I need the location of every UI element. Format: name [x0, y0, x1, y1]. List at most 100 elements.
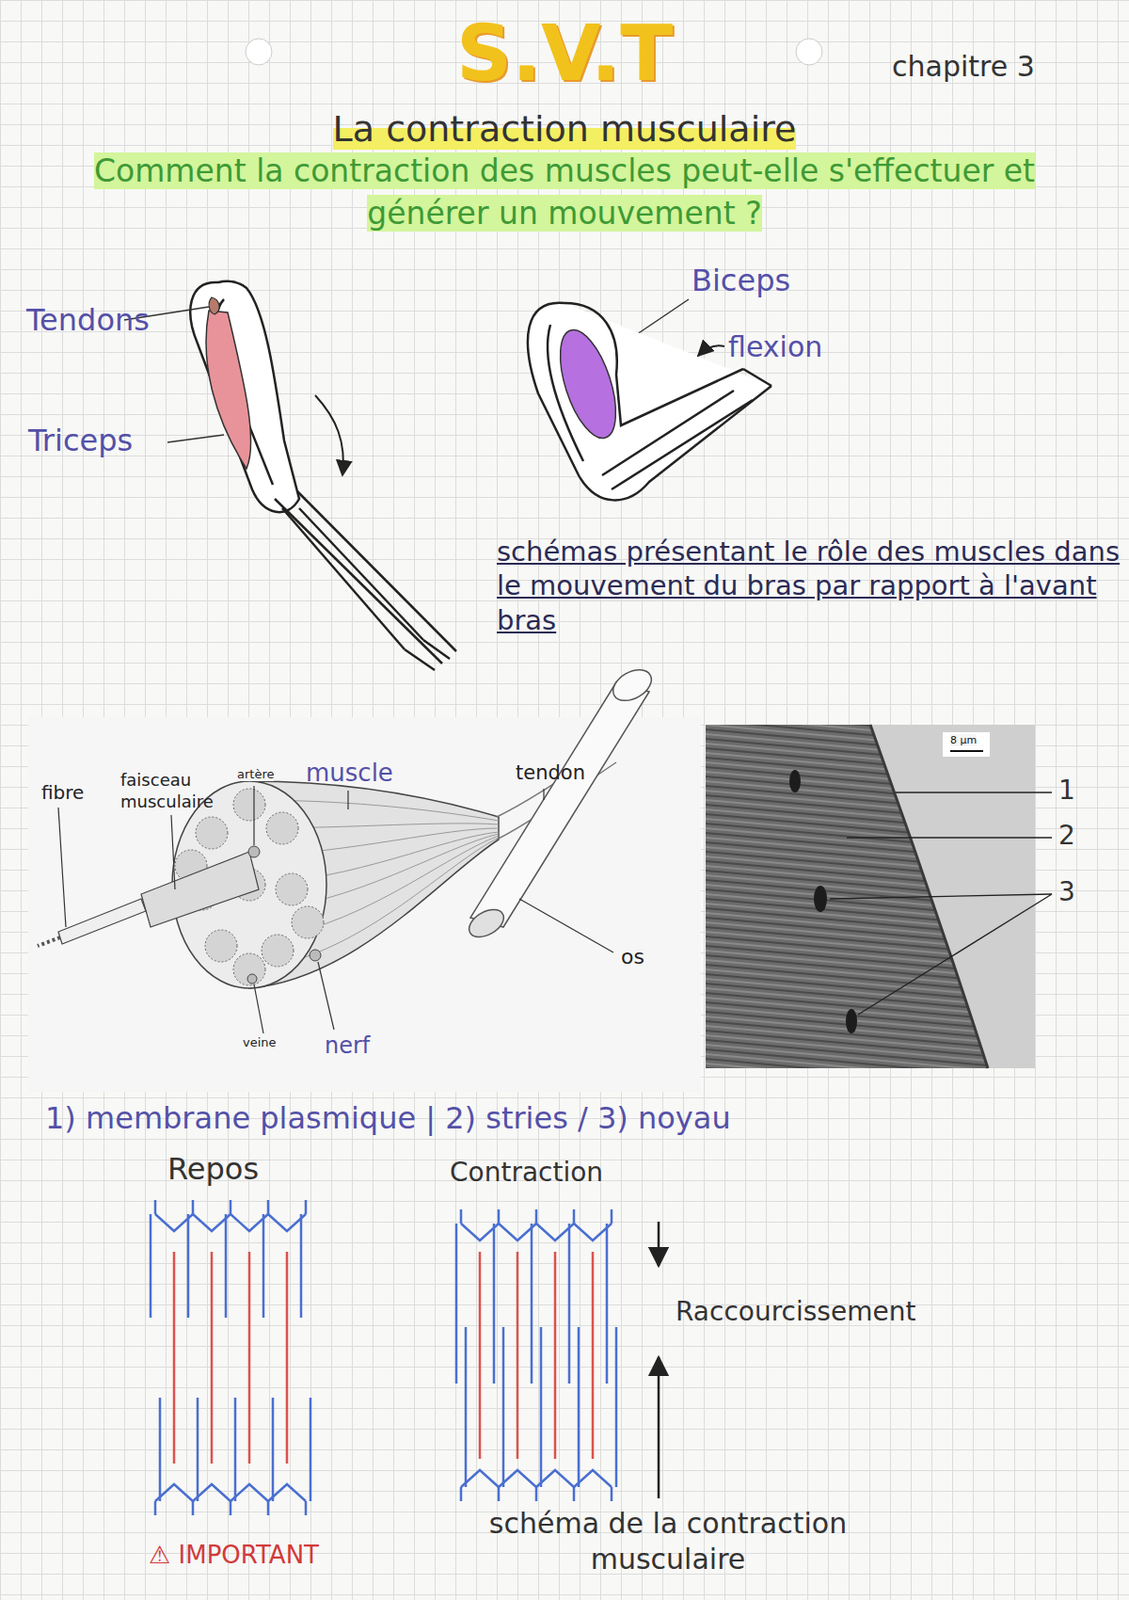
muscle-anatomy	[58, 898, 146, 944]
sarcomere-rest	[271, 1397, 275, 1501]
page-title: S.V.T	[456, 8, 673, 98]
callout-number-box: 2	[1058, 818, 1076, 852]
arm-extended	[299, 508, 424, 640]
part-label-box: veine	[242, 1034, 277, 1050]
process-label: Raccourcissement	[675, 1295, 916, 1327]
micrograph	[705, 724, 1035, 1068]
sarcomere-rest	[262, 1213, 266, 1318]
part-label-box: artère	[237, 766, 274, 782]
fascicle	[233, 788, 266, 821]
part-label-box: Tendons	[26, 301, 150, 339]
sarcomere-contracted	[591, 1251, 595, 1459]
part-label-box: nerf	[324, 1031, 370, 1060]
striation	[705, 700, 998, 728]
muscle-anatomy	[464, 904, 509, 943]
part-label-box: tendon	[515, 760, 586, 785]
leader-line	[895, 791, 1052, 793]
striation	[705, 1058, 998, 1085]
sarcomere-rest	[159, 1397, 162, 1501]
leader-line	[829, 792, 1052, 1015]
sarcomere-rest	[154, 1500, 158, 1515]
leader-line	[254, 984, 264, 1034]
leader-line	[858, 893, 1052, 1015]
sarcomere-rest	[173, 1251, 176, 1463]
state-label: Repos	[167, 1150, 259, 1187]
muscle-anatomy	[470, 682, 650, 927]
sarcomere-rest	[187, 1213, 191, 1318]
part-label: artère	[237, 766, 274, 781]
sarcomere-rest	[224, 1213, 228, 1318]
part-label-box: Triceps	[28, 421, 133, 460]
striation	[705, 1081, 998, 1109]
part-label-box: fibre	[41, 780, 84, 805]
muscle-anatomy	[28, 716, 701, 1092]
sarcomere-rest	[300, 1213, 303, 1318]
leader-line	[171, 814, 175, 890]
sarcomere-contracted	[461, 1223, 612, 1241]
muscle-anatomy	[249, 799, 499, 970]
arm-extended	[190, 281, 457, 670]
striation	[705, 1086, 998, 1114]
sarcomere-contracted	[540, 1326, 543, 1487]
striation	[705, 1067, 998, 1095]
micrograph	[813, 885, 827, 912]
leader-line	[519, 898, 614, 953]
sarcomere-rest	[149, 1213, 153, 1318]
muscle-anatomy	[37, 937, 61, 946]
part-label: faisceau musculaire	[120, 769, 214, 811]
part-label: Tendons	[26, 302, 150, 338]
punch-hole	[245, 38, 272, 65]
sarcomere-contracted	[461, 1469, 612, 1487]
problem-question-box: Comment la contraction des muscles peut-…	[56, 150, 1073, 235]
shortening-arrow	[657, 1221, 661, 1266]
sarcomere-rest	[267, 1500, 271, 1515]
micrograph	[705, 696, 1035, 1114]
arm-extended	[404, 639, 450, 670]
shortening-arrow	[657, 1221, 661, 1498]
sarcomere-contracted	[572, 1486, 576, 1501]
part-label-box: muscle	[305, 757, 394, 789]
sarcomere-contracted	[464, 1326, 468, 1487]
figure-caption-box: schémas présentant le rôle des muscles d…	[496, 534, 1123, 637]
fascicle	[261, 934, 294, 967]
fascicle	[291, 906, 324, 939]
muscle-anatomy	[607, 663, 657, 707]
sarcomere-contracted	[535, 1208, 539, 1224]
arm-extended	[190, 281, 300, 512]
muscle-anatomy	[309, 949, 321, 961]
sarcomere-contracted	[610, 1208, 614, 1224]
arm-extended	[297, 491, 457, 652]
state-label: Contraction	[449, 1156, 604, 1188]
part-label: muscle	[305, 758, 394, 787]
part-label-box: os	[620, 943, 645, 970]
sarcomere-contracted	[497, 1486, 501, 1501]
leader-line	[58, 807, 66, 927]
warning-note: ⚠ IMPORTANT	[148, 1540, 319, 1569]
sarcomere-contracted	[455, 1223, 459, 1384]
sarcomere-rest	[229, 1199, 233, 1214]
leader-line	[58, 785, 614, 1034]
leader-line	[318, 961, 334, 1030]
sarcomere-contracted	[568, 1223, 572, 1384]
sarcomere-contracted	[530, 1223, 534, 1384]
lesson-title-box: La contraction musculaire	[333, 105, 797, 154]
fascicle	[205, 929, 238, 962]
process-label-box: Raccourcissement	[675, 1294, 916, 1328]
sarcomere-rest	[155, 1483, 306, 1501]
sarcomere-contracted	[460, 1208, 463, 1224]
state-label-box: Repos	[167, 1149, 259, 1188]
sarcomere-rest	[191, 1500, 195, 1515]
callout-number-box: 1	[1058, 773, 1076, 807]
state-label-box: Contraction	[449, 1155, 604, 1189]
sarcomere-rest	[154, 1199, 158, 1214]
callout-number: 3	[1058, 875, 1076, 907]
leader-line	[829, 893, 1052, 899]
leader-line	[167, 434, 224, 443]
part-label: os	[620, 944, 645, 969]
fascicle	[233, 953, 266, 986]
figure-caption-box: schéma de la contraction musculaire	[423, 1505, 913, 1576]
part-label-box: Biceps	[691, 261, 791, 300]
callout-number: 1	[1058, 774, 1076, 806]
warning-note-box: ⚠ IMPORTANT	[148, 1539, 319, 1571]
arm-extended	[274, 498, 443, 664]
